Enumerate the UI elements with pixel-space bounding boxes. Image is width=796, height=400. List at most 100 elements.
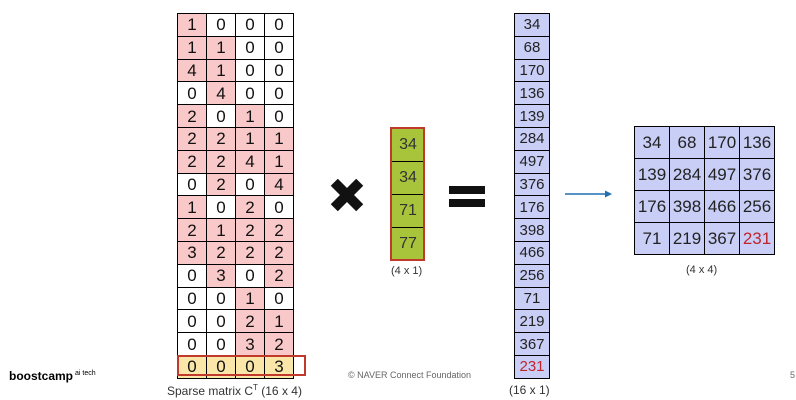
result-vector-cell: 231 xyxy=(514,354,550,379)
sparse-matrix-cell: 2 xyxy=(206,172,236,197)
sparse-matrix-cell: 2 xyxy=(206,126,236,151)
result-vector-cell: 71 xyxy=(514,286,550,311)
sparse-matrix-cell: 0 xyxy=(264,195,294,220)
result-vector-row: 376 xyxy=(514,172,550,197)
sparse-matrix-cell: 0 xyxy=(177,172,207,197)
result-vector-row: 139 xyxy=(514,104,550,128)
result-vector-cell: 284 xyxy=(514,126,550,151)
right-arrow-icon xyxy=(565,190,612,198)
sparse-matrix-cell: 0 xyxy=(235,172,265,197)
sparse-matrix-cell: 0 xyxy=(177,263,207,288)
sparse-matrix-cell: 2 xyxy=(206,240,236,265)
sparse-matrix-cell: 0 xyxy=(206,354,236,379)
result-vector-row: 71 xyxy=(514,286,550,311)
sparse-matrix-cell: 1 xyxy=(177,35,207,60)
sparse-matrix-cell: 2 xyxy=(264,332,294,356)
sparse-matrix-cell: 2 xyxy=(264,240,294,265)
result-vector-cell: 34 xyxy=(514,13,550,37)
vector-row: 34 xyxy=(391,128,425,162)
result-matrix-cell: 71 xyxy=(634,222,670,255)
sparse-matrix-cell: 0 xyxy=(264,13,294,37)
result-matrix-cell: 284 xyxy=(669,158,705,191)
sparse-matrix-cell: 2 xyxy=(235,218,265,242)
sparse-matrix-cell: 1 xyxy=(235,104,265,128)
sparse-matrix-cell: 0 xyxy=(206,195,236,220)
result-vector-cell: 497 xyxy=(514,149,550,174)
sparse-matrix-cell: 2 xyxy=(235,240,265,265)
result-vector-row: 398 xyxy=(514,218,550,242)
sparse-matrix-cell: 1 xyxy=(264,149,294,174)
result-vector-cell: 219 xyxy=(514,309,550,334)
sparse-matrix-cell: 1 xyxy=(235,286,265,311)
sparse-matrix-cell: 0 xyxy=(235,35,265,60)
result-matrix-cell: 170 xyxy=(704,126,740,159)
sparse-matrix-cell: 0 xyxy=(177,286,207,311)
result-matrix-cell: 256 xyxy=(739,190,775,223)
sparse-matrix-cell: 1 xyxy=(177,13,207,37)
result-matrix-cell: 231 xyxy=(739,222,775,255)
result-vector-label: (16 x 1) xyxy=(509,383,550,397)
result-vector-row: 497 xyxy=(514,149,550,174)
result-vector-cell: 136 xyxy=(514,81,550,106)
result-vector-cell: 398 xyxy=(514,218,550,242)
sparse-matrix-cell: 0 xyxy=(235,13,265,37)
sparse-matrix-cell: 2 xyxy=(177,149,207,174)
sparse-matrix-label: Sparse matrix CT (16 x 4) xyxy=(167,383,302,398)
result-vector-row: 466 xyxy=(514,240,550,265)
result-matrix-cell: 176 xyxy=(634,190,670,223)
result-vector-row: 231 xyxy=(514,354,550,379)
result-vector-row: 68 xyxy=(514,35,550,60)
sparse-matrix-cell: 0 xyxy=(264,58,294,83)
result-vector-row: 34 xyxy=(514,13,550,37)
result-matrix-cell: 376 xyxy=(739,158,775,191)
sparse-matrix-cell: 3 xyxy=(264,354,294,379)
sparse-matrix-cell: 1 xyxy=(206,58,236,83)
sparse-matrix-cell: 2 xyxy=(235,309,265,334)
copyright-text: © NAVER Connect Foundation xyxy=(348,370,472,380)
result-vector-row: 284 xyxy=(514,126,550,151)
vector-cell: 71 xyxy=(391,194,425,228)
sparse-matrix-cell: 0 xyxy=(206,309,236,334)
vector-row: 77 xyxy=(391,227,425,261)
sparse-matrix-cell: 4 xyxy=(177,58,207,83)
times-icon xyxy=(330,178,364,212)
result-matrix-cell: 398 xyxy=(669,190,705,223)
result-matrix-cell: 68 xyxy=(669,126,705,159)
sparse-matrix-cell: 2 xyxy=(235,195,265,220)
sparse-matrix-cell: 0 xyxy=(235,58,265,83)
result-matrix-cell: 139 xyxy=(634,158,670,191)
vector-cell: 34 xyxy=(391,161,425,195)
sparse-matrix-cell: 0 xyxy=(177,309,207,334)
sparse-matrix-cell: 1 xyxy=(206,218,236,242)
sparse-matrix-cell: 0 xyxy=(206,13,236,37)
result-vector-row: 136 xyxy=(514,81,550,106)
sparse-matrix-cell: 0 xyxy=(206,286,236,311)
vector-row: 71 xyxy=(391,194,425,228)
sparse-matrix-cell: 2 xyxy=(177,104,207,128)
result-vector-cell: 139 xyxy=(514,104,550,128)
sparse-matrix-cell: 0 xyxy=(177,81,207,106)
result-vector-cell: 376 xyxy=(514,172,550,197)
sparse-matrix-cell: 0 xyxy=(177,354,207,379)
vector-label: (4 x 1) xyxy=(391,265,423,277)
sparse-matrix-cell: 0 xyxy=(264,104,294,128)
result-vector-row: 367 xyxy=(514,332,550,356)
page-number: 5 xyxy=(790,370,796,380)
result-vector-row: 256 xyxy=(514,263,550,288)
result-vector-cell: 170 xyxy=(514,58,550,83)
